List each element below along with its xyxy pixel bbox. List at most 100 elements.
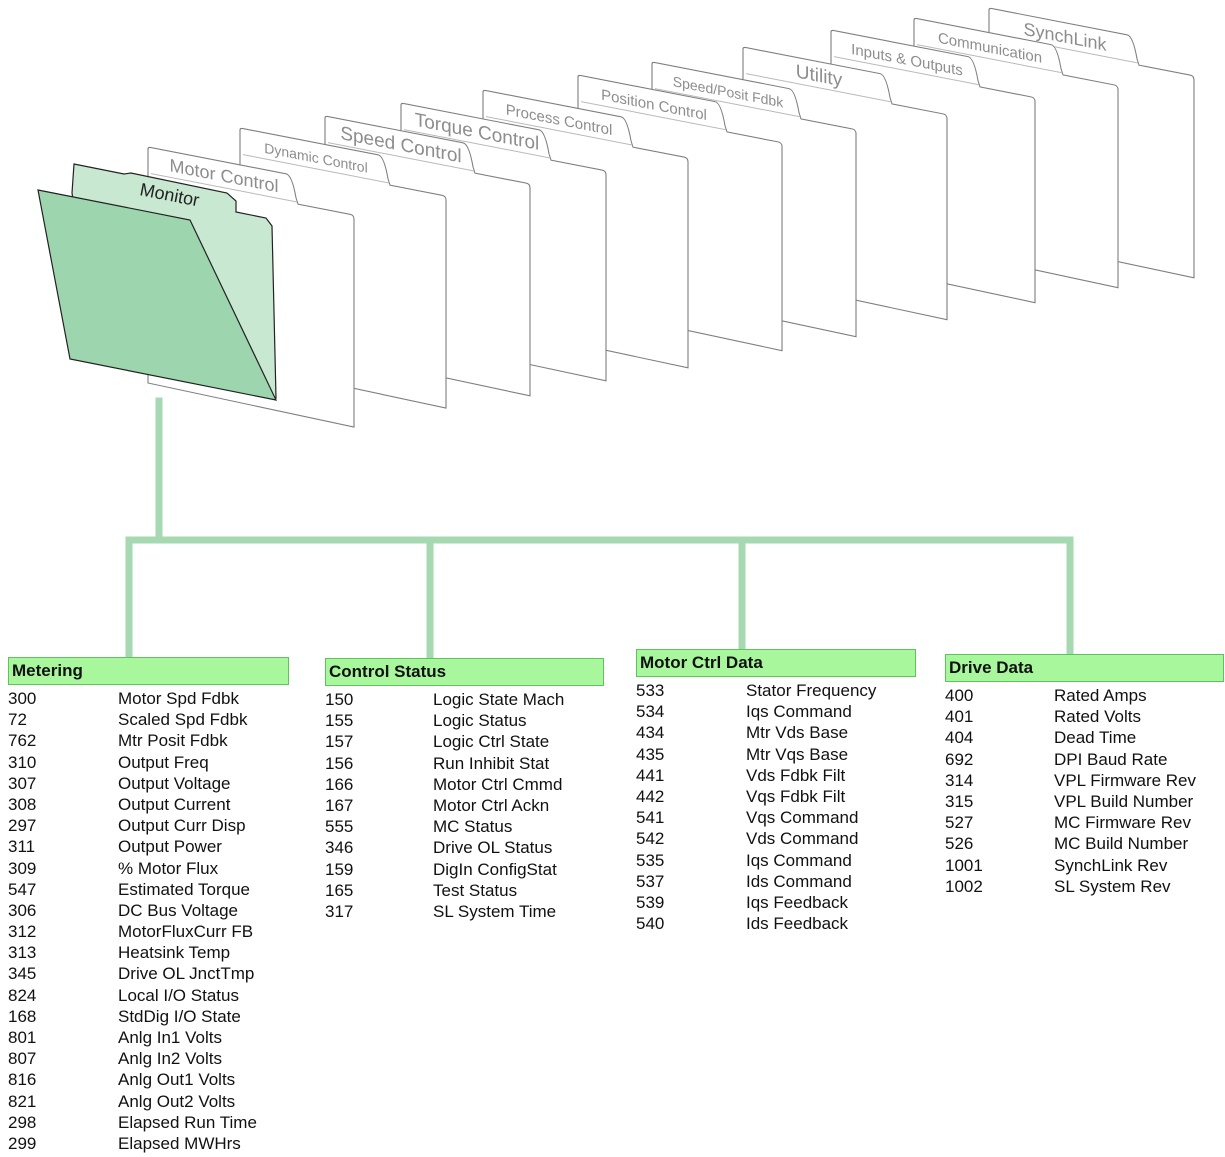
param-row: 309% Motor Flux bbox=[8, 858, 289, 879]
param-number: 310 bbox=[8, 752, 37, 772]
param-name: Output Freq bbox=[118, 752, 209, 772]
param-number: 824 bbox=[8, 985, 37, 1005]
param-number: 404 bbox=[945, 728, 974, 748]
param-number: 821 bbox=[8, 1091, 37, 1111]
param-name: Ids Command bbox=[746, 871, 852, 891]
param-number: 311 bbox=[8, 837, 36, 857]
param-number: 542 bbox=[636, 829, 665, 849]
param-name: Ids Feedback bbox=[746, 914, 849, 934]
param-name: SL System Time bbox=[433, 901, 557, 921]
param-name: Motor Spd Fdbk bbox=[118, 689, 239, 708]
folder-position-control-tab-edge bbox=[581, 101, 726, 131]
param-number: 1001 bbox=[945, 855, 983, 875]
param-number: 150 bbox=[325, 690, 354, 709]
param-number: 535 bbox=[636, 850, 665, 870]
param-number: 527 bbox=[945, 813, 974, 833]
param-name: Elapsed Run Time bbox=[118, 1112, 257, 1132]
folder-monitor-front bbox=[37, 189, 278, 401]
folder-inputs-outputs-tab-edge bbox=[834, 56, 979, 86]
folder-communication-tab-edge bbox=[917, 44, 1062, 74]
param-number: 441 bbox=[636, 765, 665, 785]
group-header-drive-data: Drive Data bbox=[945, 654, 1224, 682]
param-number: 298 bbox=[8, 1112, 37, 1132]
param-name: Rated Volts bbox=[1054, 707, 1141, 727]
param-name: Anlg In1 Volts bbox=[118, 1028, 222, 1047]
folder-torque-control-tab-edge bbox=[404, 129, 550, 159]
param-name: Logic State Mach bbox=[433, 690, 565, 709]
param-name: Elapsed MWHrs bbox=[118, 1133, 241, 1153]
param-number: 345 bbox=[8, 964, 37, 984]
param-row: 537 Ids Command bbox=[636, 871, 916, 892]
param-name: Run Inhibit Stat bbox=[433, 753, 550, 773]
param-row: 298 Elapsed Run Time bbox=[8, 1112, 289, 1133]
param-name: Logic Ctrl State bbox=[433, 732, 550, 752]
param-name: Output Power bbox=[118, 837, 222, 857]
param-row: 535 Iqs Command bbox=[636, 850, 916, 871]
param-name: SynchLink Rev bbox=[1054, 855, 1168, 875]
param-number: 541 bbox=[636, 808, 665, 828]
param-row: 821 Anlg Out2 Volts bbox=[8, 1091, 289, 1112]
param-name: DPI Baud Rate bbox=[1054, 749, 1168, 769]
param-number: 297 bbox=[8, 816, 37, 836]
param-name: Output Curr Disp bbox=[118, 816, 246, 836]
param-number: 533 bbox=[636, 681, 665, 700]
param-number: 317 bbox=[325, 901, 354, 921]
param-name: Output Voltage bbox=[118, 773, 231, 793]
param-name: Anlg Out1 Volts bbox=[118, 1070, 236, 1090]
param-name: MC Build Number bbox=[1054, 834, 1189, 854]
param-number: 306 bbox=[8, 900, 37, 920]
param-number: 166 bbox=[325, 774, 354, 794]
param-name: Estimated Torque bbox=[118, 879, 250, 899]
param-name: Dead Time bbox=[1054, 728, 1137, 748]
folder-process-control-tab-edge bbox=[486, 116, 632, 146]
param-number: 434 bbox=[636, 723, 665, 743]
param-row: 540 Ids Feedback bbox=[636, 913, 916, 934]
param-name: Iqs Command bbox=[746, 850, 852, 870]
param-number: 540 bbox=[636, 914, 665, 934]
param-number: 692 bbox=[945, 749, 974, 769]
param-number: 308 bbox=[8, 794, 37, 814]
param-number: 537 bbox=[636, 871, 665, 891]
param-number: 156 bbox=[325, 753, 354, 773]
param-number: 435 bbox=[636, 744, 665, 764]
param-name: Vqs Fdbk Filt bbox=[746, 786, 846, 806]
param-number: 159 bbox=[325, 859, 354, 879]
param-name: % Motor Flux bbox=[118, 858, 219, 878]
param-name: Local I/O Status bbox=[118, 985, 239, 1005]
param-number: 534 bbox=[636, 702, 665, 722]
param-name: Test Status bbox=[433, 880, 518, 900]
param-row: 150 Logic State Mach bbox=[325, 689, 604, 710]
param-name: DC Bus Voltage bbox=[118, 900, 239, 920]
folder-monitor[interactable]: Monitor bbox=[37, 163, 278, 401]
param-number: 816 bbox=[8, 1070, 37, 1090]
param-number: 312 bbox=[8, 922, 37, 942]
param-number: 401 bbox=[945, 707, 974, 727]
param-number: 807 bbox=[8, 1049, 37, 1069]
param-name: Motor Ctrl Cmmd bbox=[433, 774, 563, 794]
param-name: Anlg Out2 Volts bbox=[118, 1091, 236, 1111]
param-row: 311 Output Power bbox=[8, 836, 289, 857]
folder-motor-control-tab-edge bbox=[151, 173, 297, 203]
param-row: 317 SL System Time bbox=[325, 901, 604, 922]
param-name: StdDig I/O State bbox=[118, 1006, 241, 1026]
